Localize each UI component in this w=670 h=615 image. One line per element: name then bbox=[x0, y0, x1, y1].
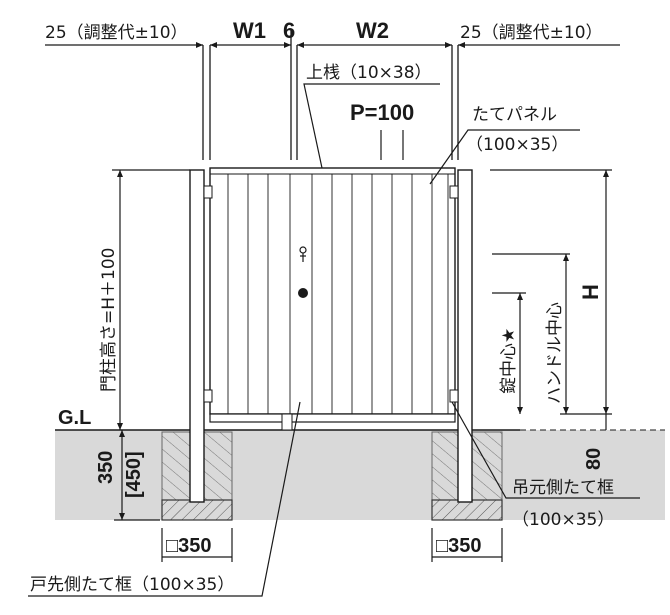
hinge-frame-callout-line1: 吊元側たて框 bbox=[512, 478, 614, 498]
pitch-label: P=100 bbox=[350, 100, 414, 125]
handle-center-label: ハンドル中心 bbox=[545, 302, 565, 404]
gap-label: 6 bbox=[283, 18, 295, 43]
hinge-frame-callout-line2: （100×35） bbox=[512, 510, 614, 530]
right-adjust-label: 25（調整代±10） bbox=[460, 23, 603, 43]
right-footing-label: □350 bbox=[436, 535, 481, 557]
top-rail-callout: 上桟（10×38） bbox=[306, 63, 432, 83]
lock-center-label: 錠中心★ bbox=[499, 328, 519, 394]
right-post bbox=[457, 169, 473, 503]
w1-label: W1 bbox=[233, 18, 266, 43]
ground-fill bbox=[55, 430, 665, 520]
panel-callout-line1: たてパネル bbox=[472, 105, 557, 125]
handle-icon bbox=[299, 246, 307, 262]
w2-label: W2 bbox=[356, 18, 389, 43]
lock-icon bbox=[298, 288, 308, 298]
panel-callout-line2: （100×35） bbox=[466, 135, 568, 155]
handle-offset-label: 80 bbox=[583, 448, 605, 470]
latch-frame-callout: 戸先側たて框（100×35） bbox=[30, 575, 234, 595]
gate-panel bbox=[209, 167, 456, 431]
left-footing-label: □350 bbox=[166, 535, 211, 557]
hinge-top bbox=[203, 185, 459, 403]
ground-level-label: G.L bbox=[58, 407, 91, 429]
left-post bbox=[189, 169, 205, 503]
height-label: H bbox=[578, 284, 603, 300]
depth-alt-label: [450] bbox=[123, 451, 145, 498]
left-adjust-label: 25（調整代±10） bbox=[45, 23, 188, 43]
post-height-label: 門柱高さ=H＋100 bbox=[99, 248, 119, 392]
depth-label: 350 bbox=[95, 451, 117, 484]
